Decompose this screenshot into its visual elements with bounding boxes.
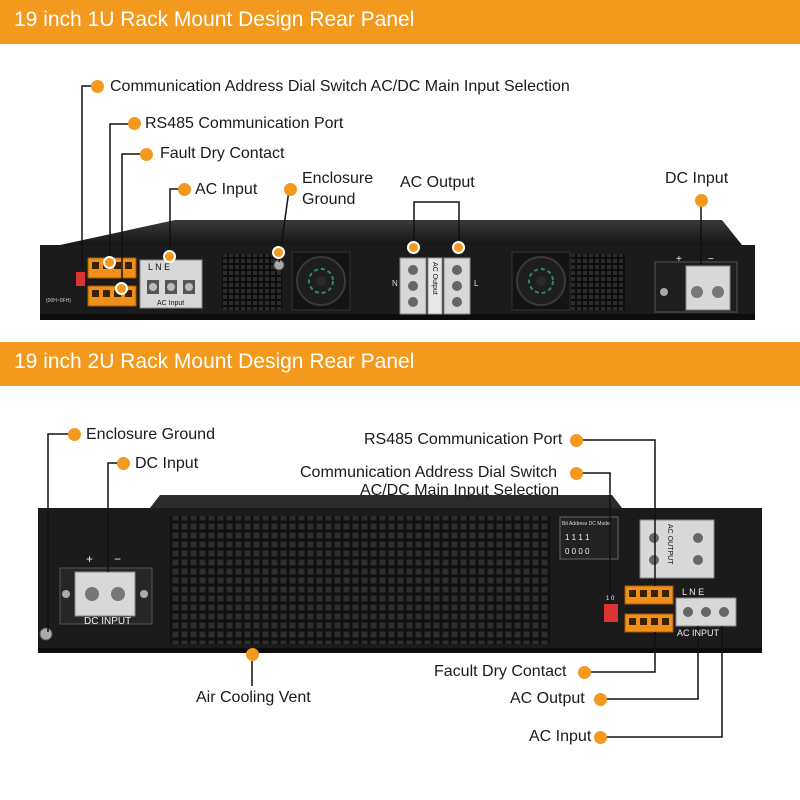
ac-output-plate-2u: AC OUTPUT [666,524,673,565]
chassis-1u [40,220,755,320]
ground-screw-2u [39,627,53,641]
vent-1u-left [222,254,282,310]
leader-lines-2u [47,433,723,738]
address-table-2u [559,516,619,560]
callout-dot-dc-input-1u [695,194,708,207]
address-row-0: 0 0 0 0 [565,547,590,556]
label-ground-1u-line1: Enclosure [302,170,374,187]
fan-1u-left [291,251,351,311]
ac-output-terminal-2u [639,519,715,579]
label-dc-input-2u: DC Input [135,455,199,472]
label-ground-1u-line2: Ground [302,191,356,208]
minus-mark-1u: − [708,254,714,265]
callout-dot-ground-1u [284,183,297,196]
ac-output-terminal-1u [399,257,471,315]
chassis-2u [38,495,762,653]
chassis-1u-top [60,220,742,245]
fan-1u-right [511,251,571,311]
device-text-2u: + − DC INPUT AC INPUT L N E Bit Address … [84,521,720,638]
ac-input-terminal-2u [675,597,737,627]
label-air-vent-2u: Air Cooling Vent [196,689,311,706]
label-ac-output-2u: AC Output [510,690,585,707]
rs485-port-2u [624,585,674,605]
minus-mark-2u: − [114,552,121,566]
label-rs485-1u: RS485 Communication Port [145,115,344,132]
dc-input-terminal-2u [59,567,153,625]
dc-input-plate-2u: DC INPUT [84,616,131,627]
callout-dot-ac-output-right-1u [452,241,465,254]
ac-input-plate-1u: AC Input [157,300,184,307]
callout-dot-ground-end-1u [272,246,285,259]
callout-dot-fault-1u [140,148,153,161]
label-comm-address-1u: Communication Address Dial Switch AC/DC … [110,78,570,95]
label-fault-2u: Facult Dry Contact [434,663,567,680]
address-table-header: Bit Address DC Mode [562,521,610,527]
plus-mark-1u: + [676,254,682,265]
callout-dot-ground-2u [68,428,81,441]
callout-dot-ac-output-2u [594,693,607,706]
label-ac-input-1u: AC Input [195,181,258,198]
plus-mark-2u: + [86,552,93,566]
dip-mark-2u: 1 0 [606,596,615,602]
callout-dot-fault-2u [578,666,591,679]
callout-dot-rs485-2u [570,434,583,447]
leader-lines-1u [81,85,702,286]
label-ac-output-1u: AC Output [400,174,475,191]
callout-dot-rs485-end-1u [103,256,116,269]
panel-2u-title: 19 inch 2U Rack Mount Design Rear Panel [14,350,415,373]
label-rs485-2u: RS485 Communication Port [364,431,563,448]
label-comm-address-2u-line2: AC/DC Main Input Selection [360,482,560,499]
label-ac-input-2u: AC Input [529,728,592,745]
callout-dot-air-vent-2u [246,648,259,661]
ac-input-terminal-1u [139,259,203,309]
panel-2u-banner: 19 inch 2U Rack Mount Design Rear Panel [0,342,800,386]
address-row-1: 1 1 1 1 [565,533,590,542]
vent-1u-right [565,254,625,310]
l-mark-1u: L [474,279,479,288]
callout-dot-ac-output-left-1u [407,241,420,254]
callout-dot-fault-end-1u [115,282,128,295]
fault-dry-contact-1u [87,285,137,307]
fault-dry-contact-2u [624,613,674,633]
air-cooling-vent-2u [170,516,550,644]
label-dc-input-1u: DC Input [665,170,729,187]
callout-dot-ac-input-2u [594,731,607,744]
dial-switch-2u [604,604,618,622]
dial-caption-1u: (00H~0FH) [46,298,71,304]
callout-dot-comm-address-1u [91,80,104,93]
n-mark-1u: N [392,279,398,288]
device-text-1u: L N E AC Input AC Output N L + − (00H~0F… [46,254,714,307]
ac-output-plate-1u: AC Output [431,262,438,295]
callout-dot-rs485-1u [128,117,141,130]
callout-dot-comm-address-2u [570,467,583,480]
panel-1u-title: 19 inch 1U Rack Mount Design Rear Panel [14,8,415,31]
panel-1u-banner: 19 inch 1U Rack Mount Design Rear Panel [0,0,800,44]
callout-dot-dc-input-2u [117,457,130,470]
lne-text-2u: L N E [682,587,704,597]
label-comm-address-2u-line1: Communication Address Dial Switch [300,464,557,481]
dial-switch-1u [76,272,85,286]
callout-dot-ac-input-1u [178,183,191,196]
chassis-2u-top [150,495,622,508]
dc-input-terminal-1u [654,261,738,313]
lne-text-1u: L N E [148,262,170,272]
label-fault-1u: Fault Dry Contact [160,145,285,162]
ac-input-plate-2u: AC INPUT [677,628,720,638]
callout-dot-ac-input-end-1u [163,250,176,263]
label-ground-2u: Enclosure Ground [86,426,215,443]
